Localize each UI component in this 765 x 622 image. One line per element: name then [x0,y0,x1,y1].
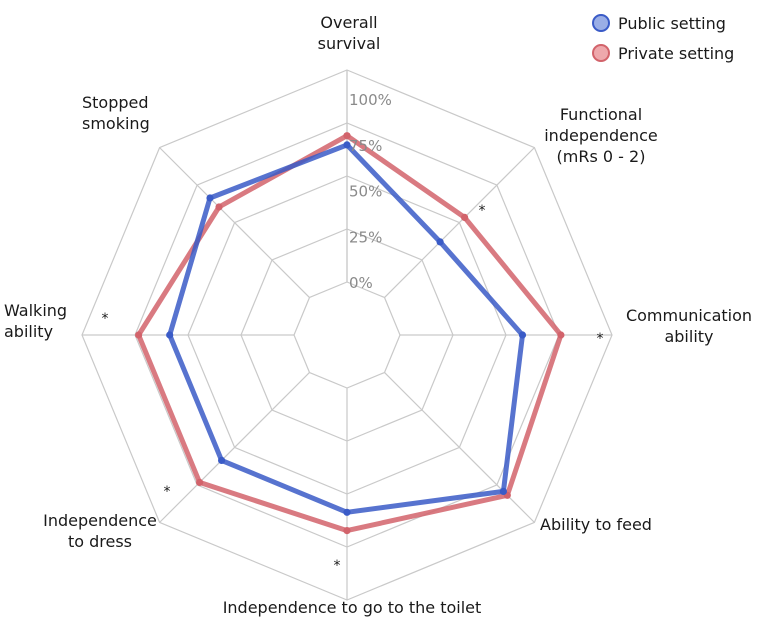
radial-tick-labels: 0% 25% 50% 75% 100% [349,91,392,292]
axis-label-0-line-0: Overall [320,13,377,32]
legend-marker-private [592,44,610,62]
grid-spoke-5 [159,372,310,523]
axis-label-0-line-1: survival [318,34,381,53]
radar-grid [81,69,613,601]
tick-label-0: 0% [349,274,373,292]
point-private-7 [215,203,223,211]
axis-label-6-line-1: ability [4,322,53,341]
axis-label-5-line-1: to dress [68,532,132,551]
point-public-1 [436,238,444,246]
legend-marker-public [592,14,610,32]
point-private-0 [343,132,351,140]
axis-label-2-line-1: ability [664,327,713,346]
axis-label-0: Overall survival [318,13,381,53]
tick-label-1: 25% [349,228,382,246]
point-private-2 [557,331,565,339]
grid-ring-4 [293,281,401,389]
axis-label-2: Communication ability [626,306,752,346]
axis-label-2-line-0: Communication [626,306,752,325]
legend-label-public: Public setting [618,13,726,33]
tick-label-2: 50% [349,183,382,201]
point-public-2 [518,331,527,339]
tick-label-3: 75% [349,137,382,155]
point-private-6 [135,331,143,339]
axis-label-1-line-1: independence [544,126,658,145]
legend-label-private: Private setting [618,43,735,63]
significance-star-5: * [164,484,171,500]
axis-label-6: Walking ability [4,301,67,341]
significance-star-6: * [102,311,109,327]
axis-label-4-line-0: Independence to go to the toilet [223,598,482,617]
axis-label-7-line-1: smoking [82,114,150,133]
axis-label-3: Ability to feed [540,515,652,534]
point-public-7 [206,194,214,202]
significance-star-1: * [479,203,486,219]
tick-label-4: 100% [349,91,392,109]
point-public-5 [218,456,226,464]
point-public-0 [343,141,351,149]
radar-series [135,132,565,535]
axis-label-5-line-0: Independence [43,511,157,530]
point-public-3 [499,487,507,495]
axis-label-3-line-0: Ability to feed [540,515,652,534]
legend-item-private: Private setting [592,38,734,68]
grid-spoke-7 [159,147,310,298]
axis-label-6-line-0: Walking [4,301,67,320]
axis-label-4: Independence to go to the toilet [223,598,482,617]
axis-label-1: Functional independence (mRs 0 - 2) [544,105,658,166]
axis-label-1-line-2: (mRs 0 - 2) [557,147,646,166]
grid-spoke-1 [384,147,535,298]
significance-star-4: * [334,558,341,574]
axis-label-5: Independence to dress [43,511,157,551]
significance-star-2: * [597,331,604,347]
point-private-5 [196,478,204,486]
point-private-1 [461,213,469,221]
point-public-6 [166,331,174,339]
point-private-4 [343,527,351,535]
axis-label-1-line-0: Functional [560,105,642,124]
axis-label-7: Stopped smoking [82,93,150,133]
point-public-4 [343,508,351,516]
legend-item-public: Public setting [592,8,734,38]
axis-label-7-line-0: Stopped [82,93,149,112]
legend: Public setting Private setting [592,8,734,68]
